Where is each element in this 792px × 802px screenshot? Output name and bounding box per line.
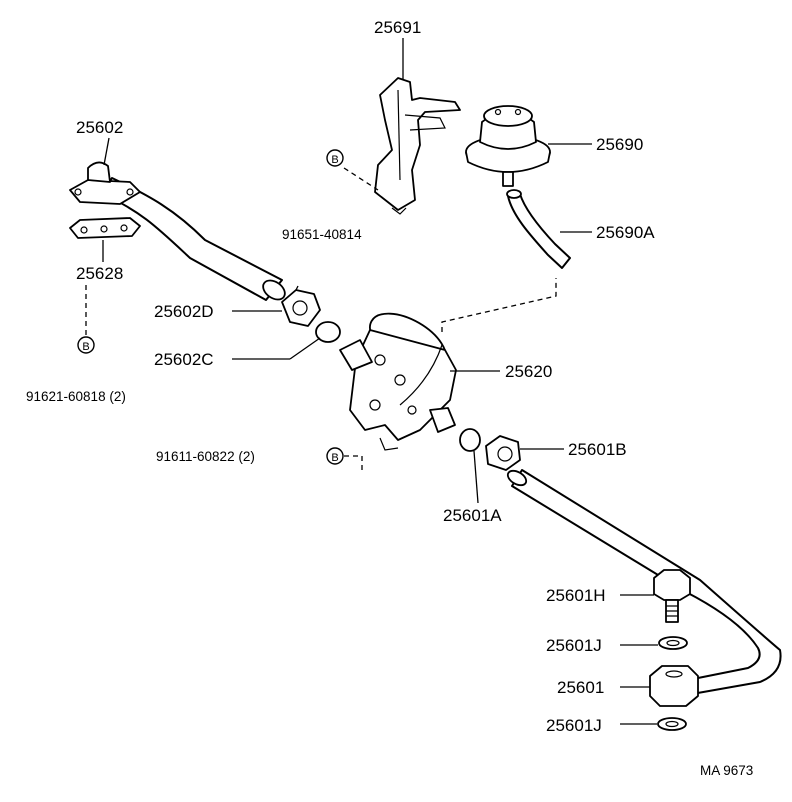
nut-25601B (485, 435, 521, 471)
svg-text:B: B (331, 452, 338, 464)
fuel-pump-25620 (339, 312, 457, 451)
label-25601A: 25601A (443, 506, 502, 525)
bolt-25601H (653, 569, 691, 623)
label-25602: 25602 (76, 118, 123, 137)
clamp-25602 (69, 161, 141, 205)
label-25602C: 25602C (154, 350, 214, 369)
union-25601 (649, 665, 699, 707)
label-25620: 25620 (505, 362, 552, 381)
hose-25602 (101, 177, 286, 301)
nut-25602D (281, 289, 321, 327)
label-25690: 25690 (596, 135, 643, 154)
label-25690A: 25690A (596, 223, 655, 242)
diagram-code: MA 9673 (700, 763, 753, 778)
label-91621-60818: 91621-60818 (2) (26, 389, 126, 404)
label-25601: 25601 (557, 678, 604, 697)
svg-text:B: B (331, 154, 338, 166)
washer-25601J-upper (658, 636, 688, 650)
hose-lower (506, 469, 782, 695)
leader-lines (102, 38, 658, 725)
svg-text:B: B (82, 341, 89, 353)
washer-25601J-lower (657, 717, 687, 731)
label-25602D: 25602D (154, 302, 214, 321)
valve-25690 (465, 105, 551, 187)
dashed-connections (85, 167, 557, 470)
label-91651-40814: 91651-40814 (282, 227, 362, 242)
label-25601J-upper: 25601J (546, 636, 602, 655)
callout-b-91651: B (326, 149, 344, 167)
callout-b-91621: B (77, 336, 95, 354)
label-25601B: 25601B (568, 440, 627, 459)
label-25628: 25628 (76, 264, 123, 283)
label-25691: 25691 (374, 18, 421, 37)
sleeve-25601A (459, 428, 481, 452)
hose-25690A (506, 189, 571, 269)
sleeve-25602C (315, 321, 341, 343)
label-91611-60822: 91611-60822 (2) (156, 449, 255, 464)
callout-b-91611: B (326, 447, 344, 465)
label-25601H: 25601H (546, 586, 606, 605)
label-25601J-lower: 25601J (546, 716, 602, 735)
bracket-25691 (374, 77, 461, 215)
plate-25628 (69, 217, 141, 239)
